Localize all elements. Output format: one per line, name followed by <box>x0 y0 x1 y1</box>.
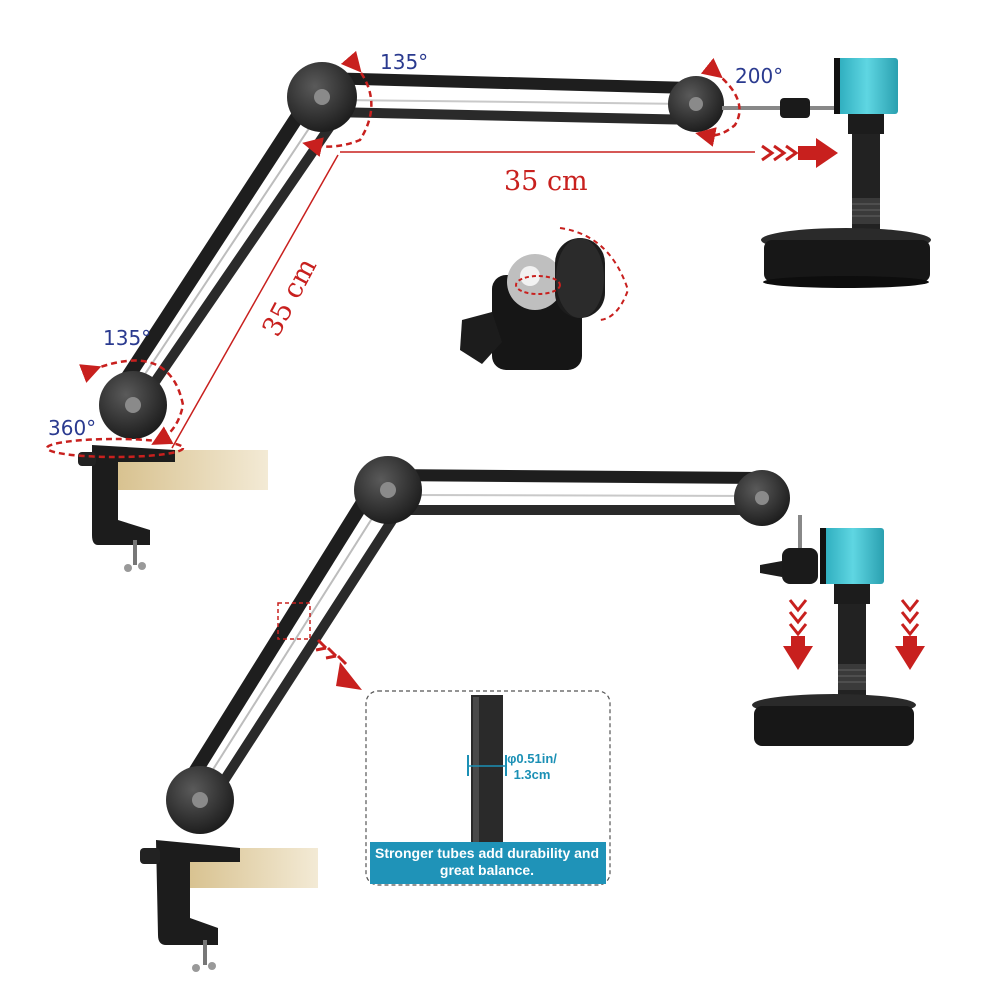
top-annotations <box>45 50 838 459</box>
base-rotation-angle-label: 360° <box>48 416 97 440</box>
inset-caption-text: Stronger tubes add durability and great … <box>374 845 600 878</box>
camera-joint-angle-label: 200° <box>735 64 784 88</box>
tube-diameter-label: φ0.51in/ 1.3cm <box>507 751 557 782</box>
bottom-clamp <box>156 840 240 945</box>
bottom-microscope-camera <box>752 528 916 746</box>
top-ring-light-base <box>764 240 930 282</box>
bottom-boom-arm <box>140 456 818 972</box>
bottom-camera-body <box>822 528 884 584</box>
left-down-arrow <box>783 636 813 670</box>
top-elbow-angle-label: 135° <box>380 50 429 74</box>
tube-highlight-box <box>277 602 311 640</box>
top-microscope-camera <box>761 58 931 288</box>
right-down-arrow <box>895 636 925 670</box>
inset-caption-bar <box>370 842 606 884</box>
top-clamp <box>92 445 175 545</box>
horizontal-length-label: 35 cm <box>504 166 588 197</box>
zoom-arrow <box>336 662 362 690</box>
base-joint-angle-label: 135° <box>103 326 152 350</box>
bottom-annotations <box>277 599 925 690</box>
bottom-ring-light-base <box>754 706 914 746</box>
top-camera-body <box>836 58 898 114</box>
ball-head-mount <box>460 227 630 370</box>
top-direction-arrow <box>798 138 838 168</box>
tube-inset <box>365 690 611 886</box>
